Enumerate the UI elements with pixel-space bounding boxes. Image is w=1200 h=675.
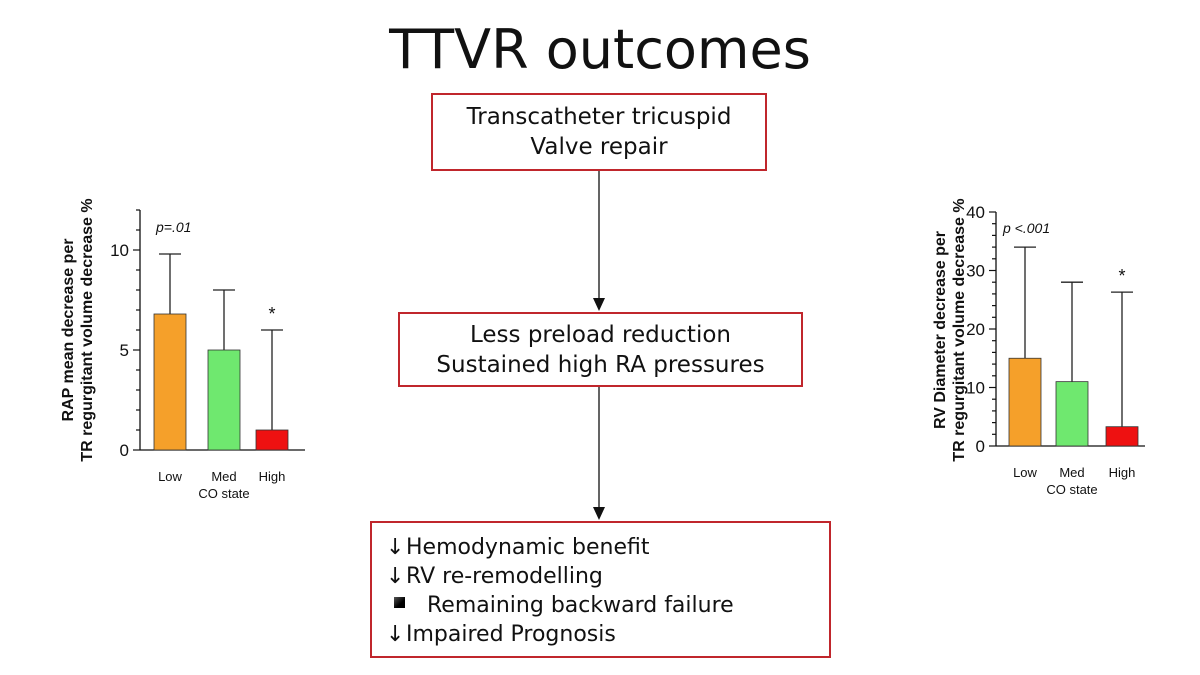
x-axis-label: CO state xyxy=(1046,482,1097,497)
y-tick-label: 30 xyxy=(966,262,985,281)
significance-star: * xyxy=(268,304,275,324)
y-tick-label: 10 xyxy=(110,241,129,260)
step-box-repair-line-1: Transcatheter tricuspid xyxy=(466,104,732,130)
outcome-item: ↓ Hemodynamic benefit xyxy=(386,533,829,562)
down-arrow-icon: ↓ xyxy=(386,622,405,647)
x-tick-label: Low xyxy=(1013,465,1037,480)
x-tick-label: Low xyxy=(158,469,182,484)
step-box-repair: Transcatheter tricuspid Valve repair xyxy=(431,93,767,171)
x-tick-label: Med xyxy=(1059,465,1084,480)
outcome-item-text: RV re-remodelling xyxy=(406,564,603,589)
outcome-item-text: Impaired Prognosis xyxy=(406,622,616,647)
bar-high xyxy=(1105,426,1139,447)
slide-title: TTVR outcomes xyxy=(389,18,811,81)
y-tick-label: 5 xyxy=(120,341,129,360)
y-axis-label-line: TR regurgitant volume decrease % xyxy=(79,198,96,461)
outcome-box: ↓ Hemodynamic benefit ↓ RV re-remodellin… xyxy=(370,521,831,658)
square-bullet-icon xyxy=(394,597,405,608)
bar-med xyxy=(207,349,241,451)
y-tick-label: 0 xyxy=(120,441,129,460)
y-tick-label: 0 xyxy=(976,437,985,456)
p-value-annotation: p <.001 xyxy=(1002,220,1050,236)
down-arrow-icon: ↓ xyxy=(386,564,405,589)
x-tick-label: High xyxy=(1109,465,1136,480)
outcome-item: ↓ Impaired Prognosis xyxy=(386,620,829,649)
p-value-annotation: p=.01 xyxy=(155,219,191,235)
y-tick-label: 10 xyxy=(966,379,985,398)
step-box-preload-line-2: Sustained high RA pressures xyxy=(436,351,765,378)
step-box-preload: Less preload reduction Sustained high RA… xyxy=(398,312,803,387)
y-tick-label: 40 xyxy=(966,203,985,222)
x-tick-label: Med xyxy=(211,469,236,484)
down-arrow-icon: ↓ xyxy=(386,535,405,560)
outcome-item-text: Remaining backward failure xyxy=(427,593,734,618)
step-box-preload-line-1: Less preload reduction xyxy=(470,321,731,348)
bar-low xyxy=(153,313,187,451)
x-axis-label: CO state xyxy=(198,486,249,501)
bar-high xyxy=(255,429,289,451)
y-axis-label-line: TR regurgitant volume decrease % xyxy=(951,198,968,461)
outcome-item-text: Hemodynamic benefit xyxy=(406,535,650,560)
significance-star: * xyxy=(1118,266,1125,286)
bar-med xyxy=(1055,381,1089,447)
bar-low xyxy=(1008,357,1042,447)
outcome-item: ↓ RV re-remodelling xyxy=(386,562,829,591)
y-axis-label-line: RV Diameter decrease per xyxy=(932,231,949,429)
x-tick-label: High xyxy=(259,469,286,484)
y-tick-label: 20 xyxy=(966,320,985,339)
outcome-item: Remaining backward failure xyxy=(386,591,829,620)
step-box-repair-line-2: Valve repair xyxy=(530,134,668,160)
y-axis-label-line: RAP mean decrease per xyxy=(60,239,77,422)
